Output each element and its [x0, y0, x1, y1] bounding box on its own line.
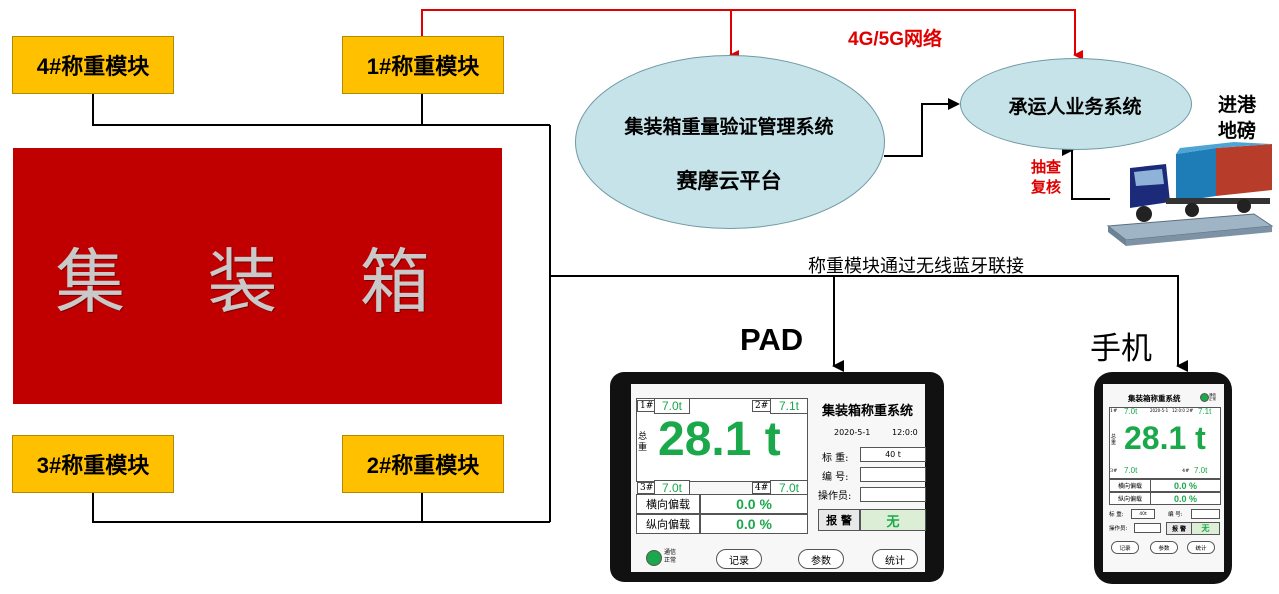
pad-lateral-label: 横向偏载: [636, 494, 700, 514]
phone-corner2-value: 7.1t: [1198, 407, 1212, 416]
carrier-system-label: 承运人业务系统: [1008, 97, 1142, 118]
pad-longitudinal-label: 纵向偏载: [636, 514, 700, 534]
phone-status-text: 通信 正常: [1209, 393, 1216, 401]
phone-alarm-label: 报 警: [1166, 522, 1192, 535]
phone-status-indicator-icon: [1200, 393, 1209, 402]
pad-label: PAD: [740, 322, 804, 357]
pad-field-operator-label: 操作员:: [818, 491, 852, 502]
pad-longitudinal-value: 0.0 %: [700, 514, 808, 534]
pad-record-button[interactable]: 记录: [716, 549, 762, 569]
phone-time: 12:0:0: [1172, 408, 1185, 413]
phone-field-operator-label: 操作员:: [1109, 526, 1128, 532]
phone-corner4-value: 7.0t: [1194, 466, 1208, 475]
port-scale-label: 进港 地磅: [1218, 95, 1257, 142]
phone-alarm-value: 无: [1191, 522, 1220, 535]
pad-field-number-label: 编 号:: [822, 472, 849, 483]
module-4-label: 4#称重模块: [36, 54, 150, 79]
pad-stats-button[interactable]: 统计: [872, 549, 918, 569]
pad-total-weight: 28.1 t: [658, 413, 781, 466]
pad-date: 2020-5-1: [834, 428, 871, 437]
pad-corner2-value: 7.1t: [770, 398, 808, 414]
phone-stats-button[interactable]: 统计: [1187, 541, 1215, 554]
phone-record-button[interactable]: 记录: [1111, 541, 1139, 554]
module-3-label: 3#称重模块: [36, 453, 150, 478]
module-1: 1#称重模块: [342, 36, 504, 94]
module-1-label: 1#称重模块: [366, 54, 480, 79]
phone-label: 手机: [1090, 331, 1152, 367]
phone-lateral-value: 0.0 %: [1150, 479, 1221, 492]
pad-corner3-value: 7.0t: [654, 480, 690, 496]
phone-corner4-id: 4#: [1182, 468, 1190, 474]
pad-status-indicator-icon: [646, 550, 662, 566]
phone-longitudinal-value: 0.0 %: [1150, 492, 1221, 505]
phone-field-weight-label: 标 重:: [1109, 512, 1124, 518]
pad-time: 12:0:0: [892, 428, 918, 437]
pad-total-label: 总 重: [638, 432, 648, 453]
phone-field-number-input[interactable]: [1191, 509, 1220, 519]
phone-params-button[interactable]: 参数: [1150, 541, 1178, 554]
phone-total-weight: 28.1 t: [1124, 420, 1206, 456]
cloud-platform-node: [575, 55, 885, 229]
pad-field-weight-input[interactable]: 40 t: [860, 447, 926, 462]
phone-date: 2020-5-1: [1150, 408, 1169, 413]
spot-check-label: 抽查 复核: [1031, 159, 1062, 196]
pad-status-text: 通信 正常: [664, 549, 677, 564]
pad-corner4-value: 7.0t: [770, 480, 808, 496]
phone-corner1-id: 1#: [1110, 408, 1118, 414]
module-4: 4#称重模块: [12, 36, 174, 94]
phone-total-panel: [1109, 407, 1221, 479]
phone-corner1-value: 7.0t: [1124, 407, 1138, 416]
pad-field-weight-label: 标 重:: [822, 453, 849, 464]
wireless-connection-label: 称重模块通过无线蓝牙联接: [808, 256, 1024, 277]
phone-lateral-label: 横向偏载: [1109, 479, 1151, 492]
phone-field-number-label: 编 号:: [1168, 512, 1183, 518]
pad-field-operator-input[interactable]: [860, 487, 926, 502]
phone-total-label: 总 重: [1111, 434, 1117, 446]
module-2-label: 2#称重模块: [366, 453, 480, 478]
pad-alarm-label: 报 警: [818, 509, 860, 531]
module-2: 2#称重模块: [342, 435, 504, 493]
pad-alarm-value: 无: [860, 509, 926, 531]
phone-field-weight-input[interactable]: 40t: [1131, 509, 1155, 519]
cloud-platform-title: 集装箱重量验证管理系统: [624, 117, 834, 138]
pad-corner2-id: 2#: [752, 400, 772, 412]
phone-app-title: 集装箱称重系统: [1128, 394, 1181, 403]
module-3: 3#称重模块: [12, 435, 174, 493]
pad-lateral-value: 0.0 %: [700, 494, 808, 514]
pad-params-button[interactable]: 参数: [798, 549, 844, 569]
phone-field-operator-input[interactable]: [1134, 523, 1161, 533]
pad-app-title: 集装箱称重系统: [822, 404, 914, 419]
phone-corner3-value: 7.0t: [1124, 466, 1138, 475]
pad-corner1-value: 7.0t: [654, 398, 690, 414]
pad-corner4-id: 4#: [752, 482, 772, 494]
truck-on-scale-icon: [1106, 142, 1274, 246]
phone-corner3-id: 3#: [1110, 468, 1118, 474]
pad-field-number-input[interactable]: [860, 467, 926, 482]
carrier-system-node: [960, 58, 1192, 150]
container-label: 集 装 箱: [55, 240, 460, 323]
network-label: 4G/5G网络: [848, 29, 942, 50]
cloud-platform-subtitle: 赛摩云平台: [676, 170, 782, 193]
phone-longitudinal-label: 纵向偏载: [1109, 492, 1151, 505]
phone-corner2-id: 2#: [1186, 408, 1194, 414]
container-block: 集 装 箱: [13, 148, 502, 404]
